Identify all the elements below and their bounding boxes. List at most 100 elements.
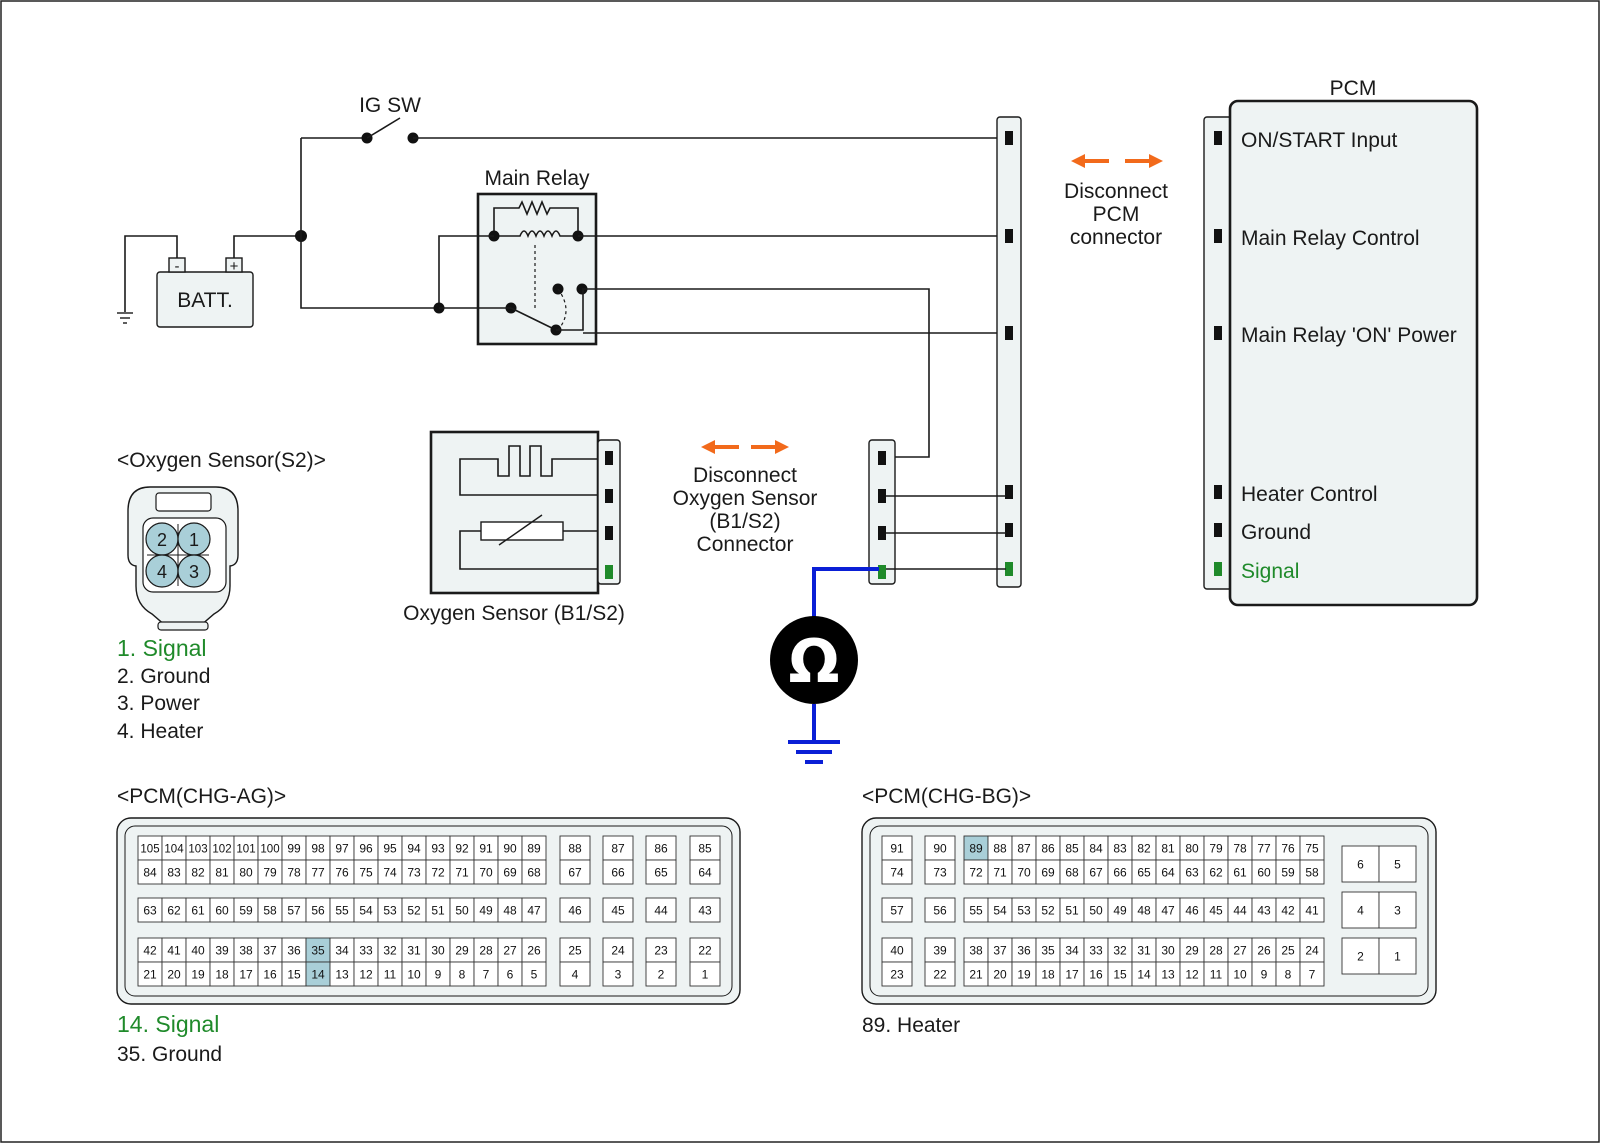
pin-number: 64 (698, 866, 712, 880)
pin-number: 39 (215, 944, 229, 958)
pin-cell: 100 (257, 835, 283, 861)
disconnect-o2-label-line1: Disconnect (693, 464, 797, 487)
pin-number: 7 (483, 968, 490, 982)
pin-number: 37 (993, 944, 1007, 958)
pin-number: 25 (1281, 944, 1295, 958)
pin-number: 28 (479, 944, 493, 958)
pin-number: 27 (1233, 944, 1247, 958)
pin-number: 101 (236, 844, 255, 856)
pin-number: 62 (167, 904, 181, 918)
pin-number: 47 (527, 904, 541, 918)
pin-cell: 23 (881, 961, 913, 987)
pin-cell: 57 (881, 897, 913, 923)
pin-cell: 65 (645, 859, 677, 885)
oxygen-sensor-b1s2-label: Oxygen Sensor (B1/S2) (403, 602, 625, 625)
pin-cell: 50 (1083, 897, 1109, 923)
battery-minus-label: - (175, 258, 180, 275)
pin-cell: 3 (602, 961, 634, 987)
pin-cell: 24 (1299, 937, 1325, 963)
pin-number: 41 (1305, 904, 1319, 918)
pin-cell: 71 (987, 859, 1013, 885)
pin-number: 38 (239, 944, 253, 958)
pin-cell: 87 (1011, 835, 1037, 861)
pin-cell: 82 (1131, 835, 1157, 861)
pin-cell: 8 (449, 961, 475, 987)
pin-number: 91 (890, 842, 904, 856)
pin-number: 66 (611, 866, 625, 880)
pin-number: 84 (1089, 842, 1103, 856)
pin-cell: 84 (1083, 835, 1109, 861)
pin-cell: 53 (377, 897, 403, 923)
pin-number: 42 (1281, 904, 1295, 918)
pin-number: 85 (1065, 842, 1079, 856)
pin-cell: 47 (1155, 897, 1181, 923)
pin-number: 14 (1137, 968, 1151, 982)
pin-number: 39 (933, 944, 947, 958)
pin-number: 59 (1281, 866, 1295, 880)
ignition-switch: IG SW (301, 94, 1006, 144)
pin-number: 1 (702, 968, 709, 982)
pin-cell: 68 (1059, 859, 1085, 885)
pin-number: 21 (143, 968, 157, 982)
pin-cell: 6 (1341, 845, 1380, 883)
pin-cell: 92 (449, 835, 475, 861)
pin-number: 13 (1161, 968, 1175, 982)
pin-number: 93 (431, 842, 445, 856)
pin-cell: 91 (881, 835, 913, 861)
pin-cell: 46 (559, 897, 591, 923)
pin-number: 19 (191, 968, 205, 982)
pin-cell: 65 (1131, 859, 1157, 885)
pin-number: 43 (698, 904, 712, 918)
pin-cell: 80 (233, 859, 259, 885)
pin-cell: 49 (473, 897, 499, 923)
pin-number: 78 (287, 866, 301, 880)
pin-number: 67 (1089, 866, 1103, 880)
pin-number: 15 (287, 968, 301, 982)
pin-number: 30 (1161, 944, 1175, 958)
disconnect-o2-label-line3: (B1/S2) (709, 510, 780, 533)
pin-cell: 45 (1203, 897, 1229, 923)
pin-cell: 30 (1155, 937, 1181, 963)
pin-cell: 32 (1107, 937, 1133, 963)
pin-number: 61 (191, 904, 205, 918)
pin-number: 51 (431, 904, 445, 918)
pin-number: 88 (993, 842, 1007, 856)
pin-cell: 18 (1035, 961, 1061, 987)
pin-number: 9 (435, 968, 442, 982)
pin-number: 29 (1185, 944, 1199, 958)
pin-cell: 87 (602, 835, 634, 861)
pin-number: 102 (212, 844, 231, 856)
main-relay: Main Relay (476, 167, 598, 346)
pin-number: 55 (335, 904, 349, 918)
pin-cell: 67 (1083, 859, 1109, 885)
pin-number: 54 (359, 904, 373, 918)
pin-number: 96 (359, 842, 373, 856)
relay-output-wire (556, 288, 930, 458)
pcm-pin-on-start-input: ON/START Input (1241, 129, 1398, 152)
pin-cell: 88 (987, 835, 1013, 861)
sensor-legend-power: 3. Power (117, 692, 200, 715)
pin-number: 45 (1209, 904, 1223, 918)
pin-number: 91 (479, 842, 493, 856)
pin-cell: 86 (645, 835, 677, 861)
pin-cell: 64 (1155, 859, 1181, 885)
pin-cell: 101 (233, 835, 259, 861)
sensor-legend-signal: 1. Signal (117, 635, 207, 661)
pin-number: 7 (1309, 968, 1316, 982)
pin-cell: 94 (401, 835, 427, 861)
pin-number: 76 (1281, 842, 1295, 856)
pin-number: 2 (658, 968, 665, 982)
signal-pin-green (1005, 562, 1013, 576)
pin-cell: 56 (305, 897, 331, 923)
pin-cell: 72 (963, 859, 989, 885)
pin-cell: 37 (987, 937, 1013, 963)
ohmmeter-lead-wire (812, 567, 879, 620)
pin-cell: 29 (449, 937, 475, 963)
pin-cell: 6 (497, 961, 523, 987)
pin-number: 85 (698, 842, 712, 856)
pin-number: 32 (383, 944, 397, 958)
